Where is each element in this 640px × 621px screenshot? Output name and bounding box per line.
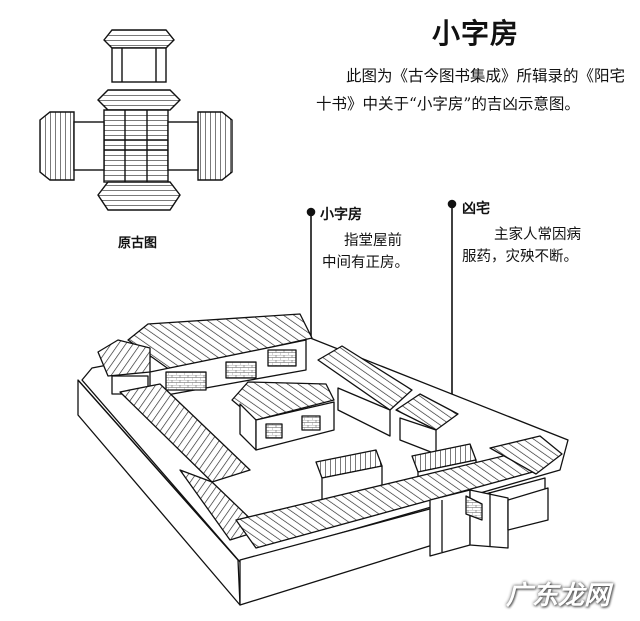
annotation-note-line: 主家人常因病: [494, 227, 581, 243]
annotation-label-ill-house: 凶宅: [462, 201, 490, 217]
original-cross-diagram: [39, 29, 233, 211]
page-title: 小字房: [432, 17, 520, 50]
courtyard-compound: [77, 313, 569, 606]
watermark-logo: 广东龙网: [506, 581, 611, 611]
annotation-pointers: [306, 199, 457, 412]
annotation-label-small-house: 小字房: [320, 207, 362, 223]
description-text: 此图为《古今图书集成》所辑录的《阳宅十书》中关于“小字房”的吉凶示意图。: [316, 67, 626, 113]
annotation-note-line: 中间有正房。: [322, 255, 409, 271]
annotation-note-line: 指堂屋前: [344, 233, 402, 249]
annotation-note-line: 服药，灾殃不断。: [462, 249, 578, 265]
original-diagram-caption: 原古图: [118, 236, 158, 251]
